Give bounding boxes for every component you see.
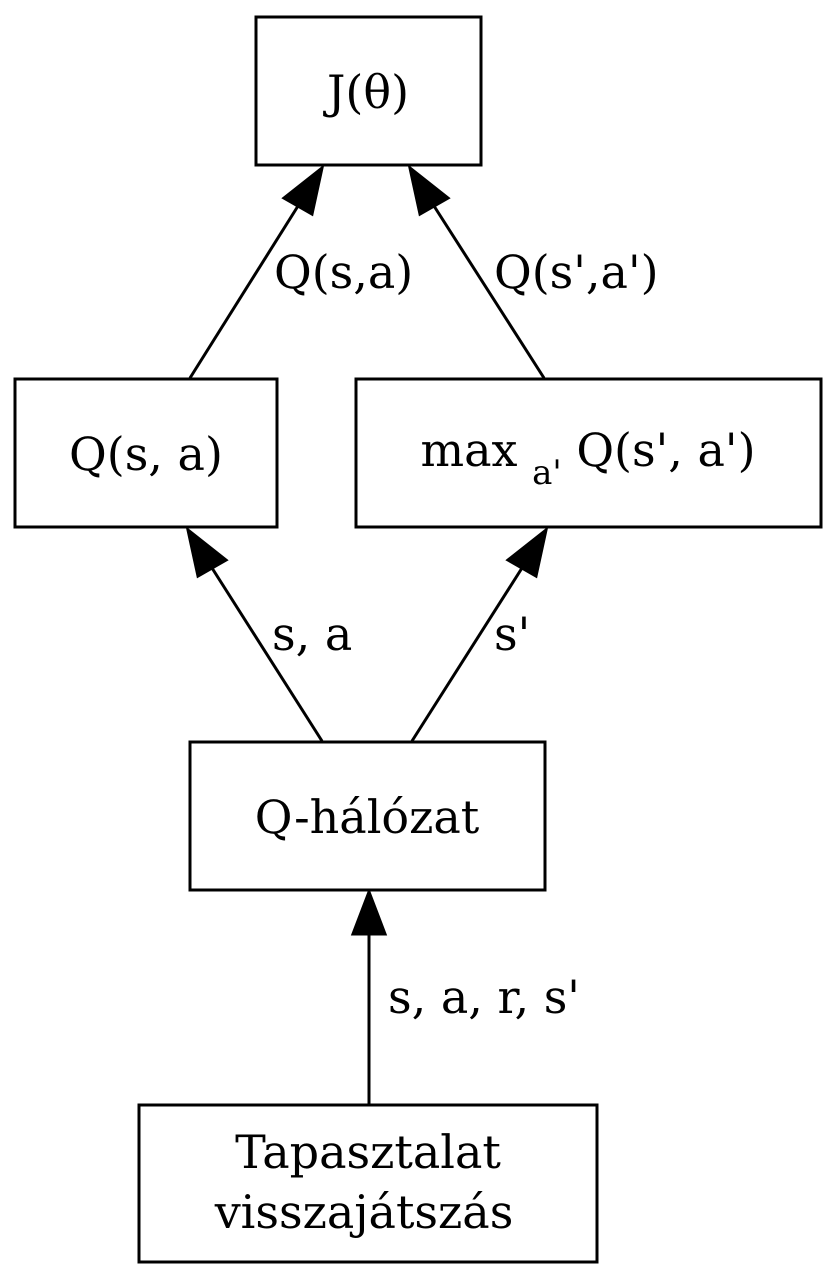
arrowhead-icon [281,164,325,217]
edge-max-to-objective [407,164,546,379]
max-subscript: a' [532,453,562,493]
node-replay: Tapasztalat visszajátszás [137,1103,599,1264]
node-target-max: max a' Q(s', a') [354,377,823,529]
node-target-max-label: max a' Q(s', a') [420,423,755,495]
node-objective-label: J(θ) [323,65,409,119]
edge-label-transition: s, a, r, s' [388,970,580,1024]
arrowhead-icon [407,164,451,217]
arrowhead-icon [185,526,229,579]
arrowhead-icon [350,887,388,936]
arrowhead-icon [505,526,549,579]
max-argument: Q(s', a') [576,423,755,477]
node-replay-line2: visszajátszás [214,1185,514,1239]
node-q-network: Q-hálózat [188,740,547,892]
node-q-network-label: Q-hálózat [255,790,480,844]
edge-q-to-objective [188,164,325,379]
edge-label-s-prime: s' [494,607,530,661]
node-q-value: Q(s, a) [13,377,279,529]
edge-network-to-q [185,526,324,742]
edge-label-q-sa: Q(s,a) [274,245,413,299]
max-operator: max [420,423,517,477]
node-objective: J(θ) [254,15,483,167]
edge-network-to-max [410,526,549,742]
node-replay-line1: Tapasztalat [235,1125,501,1179]
edge-label-s-a: s, a [272,607,352,661]
edge-replay-to-network [350,887,388,1104]
edge-label-q-sprime-aprime: Q(s',a') [494,245,659,299]
node-q-value-label: Q(s, a) [69,427,223,481]
